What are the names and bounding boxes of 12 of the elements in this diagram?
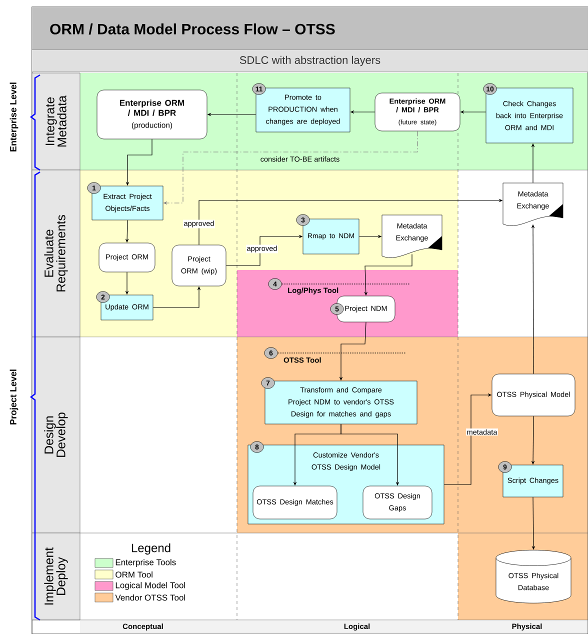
row-header: Implement Deploy <box>32 532 80 620</box>
subtitle-bar: SDLC with abstraction layers <box>32 50 588 72</box>
title-bar: ORM / Data Model Process Flow – OTSS <box>32 7 588 50</box>
row-header: Evaluate Requirements <box>32 170 80 338</box>
legend-title: Legend <box>132 543 170 555</box>
legend-label: Logical Model Tool <box>116 582 186 590</box>
level-label: Project Level <box>10 370 18 424</box>
row-header: Integrate Metadata <box>32 72 80 170</box>
level-label: Enterprise Level <box>10 82 18 152</box>
legend-label: Vendor OTSS Tool <box>115 594 186 601</box>
legend-label: Enterprise Tools <box>116 559 176 567</box>
legend-label: ORM Tool <box>116 571 152 578</box>
